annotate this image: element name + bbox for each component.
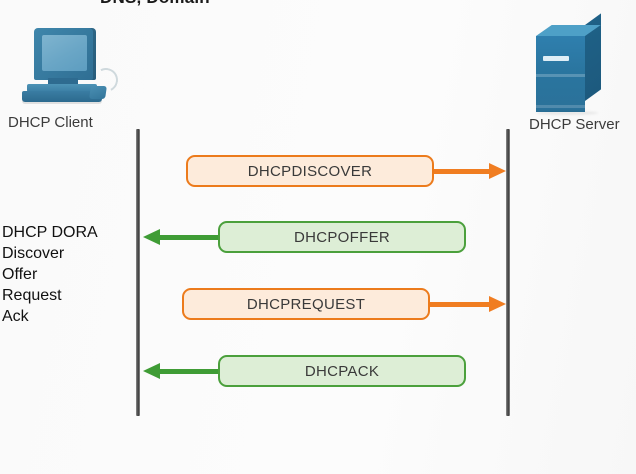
message-box-ack[interactable]: DHCPACK [218,355,466,387]
request-arrow-shaft [426,302,492,307]
discover-arrow-shaft [430,169,492,174]
dora-notes: DHCP DORA Discover Offer Request Ack [2,222,98,327]
keyboard-top [27,84,97,92]
server-lifeline [506,129,510,416]
server-drive-slot [543,56,569,61]
monitor-screen [42,35,87,71]
keyboard-base [22,91,102,102]
server-front-panel [536,36,585,112]
note-line-request: Request [2,287,62,304]
note-line-dora: DHCP DORA [2,224,98,241]
client-label: DHCP Client [8,114,93,131]
message-row-discover: DHCPDISCOVER [0,155,636,189]
offer-arrow-head [143,229,160,245]
note-line-offer: Offer [2,266,38,283]
client-lifeline [136,129,140,416]
desktop-computer-icon [20,28,122,110]
discover-arrow-head [489,163,506,179]
server-label: DHCP Server [529,116,620,133]
note-line-discover: Discover [2,245,65,262]
message-box-discover[interactable]: DHCPDISCOVER [186,155,434,187]
monitor-neck [48,78,78,85]
server-tower-icon [536,13,610,115]
offer-arrow-shaft [158,235,222,240]
ack-arrow-shaft [158,369,222,374]
page-heading: DNS, Domain [100,0,210,8]
monitor-body [34,28,96,80]
message-row-request: DHCPREQUEST [0,288,636,322]
note-line-ack: Ack [2,308,29,325]
message-box-request[interactable]: DHCPREQUEST [182,288,430,320]
message-row-ack: DHCPACK [0,355,636,389]
request-arrow-head [489,296,506,312]
message-row-offer: DHCPOFFER [0,221,636,255]
message-box-offer[interactable]: DHCPOFFER [218,221,466,253]
server-seam-bottom [536,105,585,108]
ack-arrow-head [143,363,160,379]
server-seam-top [536,74,585,77]
server-shadow [536,111,598,115]
mouse-body [89,86,107,99]
